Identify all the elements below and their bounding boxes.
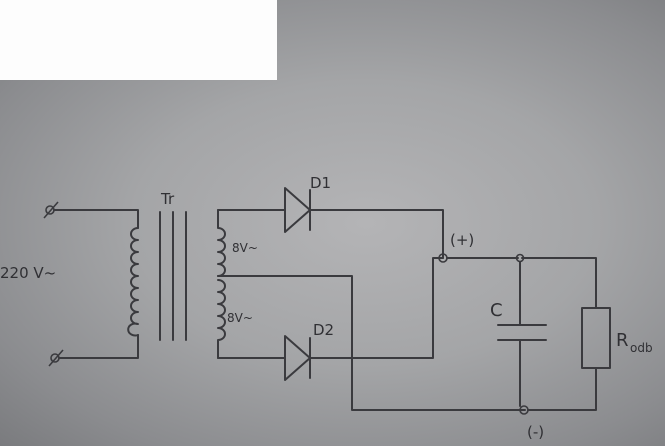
label-diode-d1: D1 xyxy=(310,174,331,192)
label-diode-d2: D2 xyxy=(313,321,334,339)
transformer-core xyxy=(159,211,187,341)
primary-lead-top xyxy=(53,209,139,229)
label-lower-winding: 8V~ xyxy=(227,311,253,325)
capacitor-c xyxy=(497,324,547,341)
label-capacitor: C xyxy=(490,300,503,321)
blank-white-region xyxy=(0,0,277,80)
label-resistor: R xyxy=(616,330,629,351)
primary-lead-bottom xyxy=(58,334,139,359)
label-negative: (-) xyxy=(527,423,544,441)
positive-rail-wire xyxy=(446,257,597,309)
label-input-voltage: 220 V~ xyxy=(0,264,56,282)
diode-d1 xyxy=(284,187,311,233)
secondary-winding-lower xyxy=(217,279,226,359)
bottom-rail-wire xyxy=(217,257,444,359)
primary-winding xyxy=(127,227,139,337)
center-tap-wire xyxy=(217,275,526,411)
label-upper-winding: 8V~ xyxy=(232,241,258,255)
negative-rail-wire xyxy=(527,367,597,411)
label-transformer: Tr xyxy=(160,190,175,208)
secondary-winding-upper xyxy=(217,209,226,277)
diode-d2 xyxy=(284,335,311,381)
label-resistor-subscript: odb xyxy=(630,341,653,355)
top-rail-wire xyxy=(217,209,444,259)
label-positive: (+) xyxy=(450,231,474,249)
resistor-rodb xyxy=(581,307,611,369)
